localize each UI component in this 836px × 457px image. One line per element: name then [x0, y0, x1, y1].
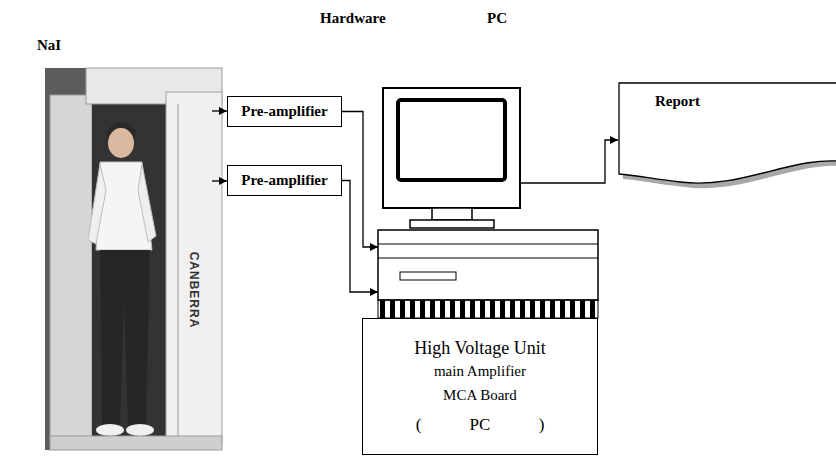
body-counter-photo — [100, 250, 150, 425]
body-counter-photo — [50, 95, 92, 440]
unit-label: main Amplifier — [434, 363, 526, 380]
body-counter-photo — [126, 424, 154, 436]
body-counter-photo — [108, 128, 134, 158]
section-heading: PC — [487, 10, 507, 27]
amplifier-box: Pre-amplifier — [227, 96, 342, 127]
body-counter-photo — [166, 92, 222, 444]
body-counter-photo — [45, 68, 222, 450]
computer-unit: High Voltage Unit main AmplifierMCA Board… — [378, 85, 598, 456]
report-document: Report — [618, 82, 836, 197]
signal-arrow — [598, 140, 618, 183]
signal-arrow — [342, 112, 378, 248]
brand-mark: CANBERRA — [187, 252, 201, 329]
body-counter-photo — [177, 104, 179, 440]
monitor-icon — [383, 88, 598, 228]
box-label: Pre-amplifier — [241, 103, 327, 120]
monitor-icon — [520, 182, 598, 183]
computer-chassis — [378, 300, 598, 318]
signal-arrow — [342, 181, 378, 293]
body-counter-photo — [92, 104, 166, 440]
document-outline — [618, 82, 836, 197]
detector-name: NaI — [37, 37, 61, 54]
computer-chassis — [378, 258, 598, 259]
body-counter-photo — [88, 164, 106, 244]
box-label: Pre-amplifier — [241, 172, 327, 189]
computer-chassis — [400, 272, 456, 280]
unit-label: High Voltage Unit — [414, 339, 545, 359]
detector-wire — [212, 110, 227, 111]
detector-wire — [212, 180, 227, 181]
amplifier-box: Pre-amplifier — [227, 165, 342, 196]
section-heading: Hardware — [320, 10, 386, 27]
body-counter-photo — [96, 424, 124, 436]
detector-wire — [212, 111, 227, 181]
body-counter-photo — [45, 68, 222, 450]
body-counter-photo — [138, 164, 156, 242]
monitor-icon — [398, 100, 505, 180]
document-title: Report — [618, 82, 700, 110]
monitor-icon — [432, 208, 472, 220]
computer-chassis — [378, 244, 598, 245]
monitor-icon — [410, 220, 494, 228]
unit-label: MCA Board — [443, 387, 517, 404]
computer-chassis — [378, 230, 598, 300]
body-counter-photo — [50, 436, 222, 450]
computer-chassis — [378, 230, 598, 318]
unit-list-box: High Voltage Unit main AmplifierMCA Board… — [362, 318, 598, 455]
unit-label: ( PC ) — [416, 416, 545, 435]
document-outline — [619, 83, 836, 183]
monitor-icon — [383, 88, 520, 208]
